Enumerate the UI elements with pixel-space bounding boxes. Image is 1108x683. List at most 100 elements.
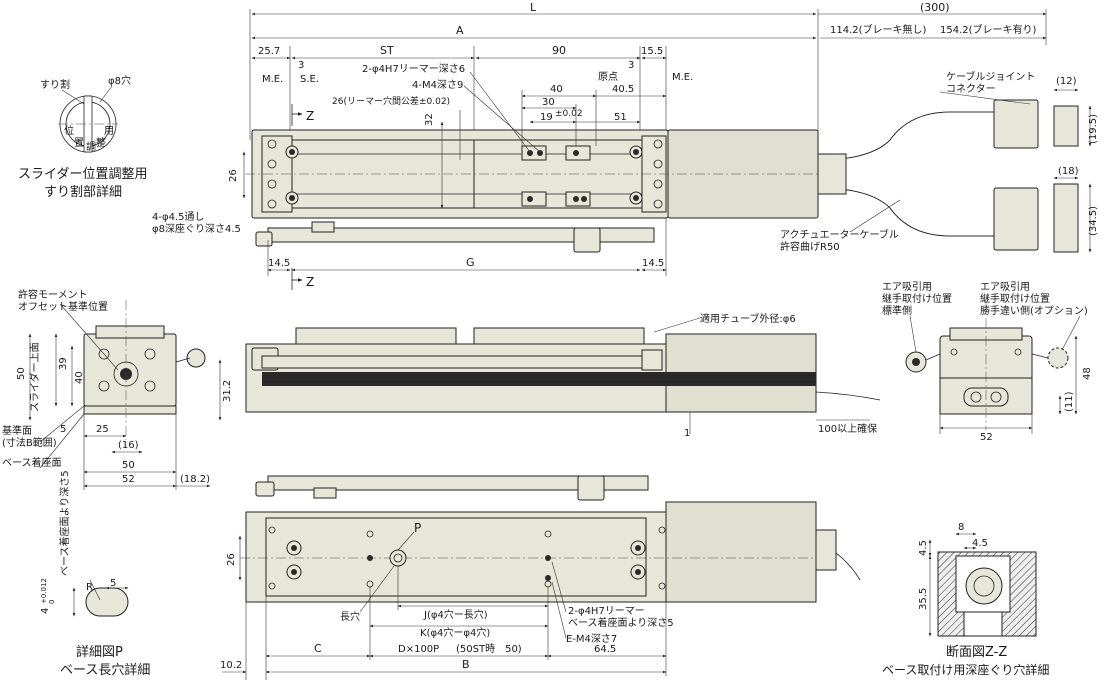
dim-3-left: 3 xyxy=(298,60,304,71)
zz-dim-35-5: 35.5 xyxy=(918,588,929,610)
me-right: M.E. xyxy=(672,72,693,83)
detail-p-R: R xyxy=(86,582,93,593)
slider-top-label: スライダー上面 xyxy=(28,342,41,412)
dim-D: D×100P xyxy=(398,644,439,655)
dim-18-2: (18.2) xyxy=(180,474,210,485)
tol-0-02: ±0.02 xyxy=(555,109,583,119)
dim-19: 19 xyxy=(540,112,553,123)
dim-64-5: 64.5 xyxy=(594,644,616,655)
dim-19-5: (19.5) xyxy=(1088,114,1099,144)
dim-16: (16) xyxy=(118,440,139,451)
detail-p-depth: ベース着座面より深さ5 xyxy=(58,470,71,576)
reamer-note-2: ベース着座面より深さ5 xyxy=(568,616,674,629)
counterbore-note: φ8深座ぐり深さ4.5 xyxy=(152,222,241,235)
ref-face-label: 基準面 xyxy=(2,424,32,437)
hole8-label: φ8穴 xyxy=(108,74,131,87)
detail-p-tol-sub: 0 xyxy=(48,600,56,604)
dim-25: 25 xyxy=(96,424,109,435)
air-std-label-1: エア吸引用 xyxy=(882,281,932,293)
section-zz xyxy=(928,532,1037,637)
cable-joint-label: ケーブルジョイント xyxy=(946,70,1035,83)
dim-154: 154.2(ブレーキ有り) xyxy=(940,23,1037,36)
dim-12: (12) xyxy=(1056,76,1077,87)
air-std-label-3: 標準側 xyxy=(882,304,912,317)
origin-label: 原点 xyxy=(598,71,618,83)
side-view xyxy=(245,317,881,434)
dim-G: G xyxy=(466,256,475,269)
zz-title-1: 断面図Z-Z xyxy=(946,645,1007,660)
base-face-label: ベース着座面 xyxy=(2,456,62,469)
zz-dim-4-5a: 4.5 xyxy=(972,538,988,549)
dim-A: A xyxy=(456,24,464,37)
air-opt-label-1: エア吸引用 xyxy=(980,281,1030,293)
dim-1: 1 xyxy=(684,428,690,439)
slit-detail xyxy=(58,85,118,153)
dim-10-2: 10.2 xyxy=(220,660,242,671)
detail-p-title-2: ベース長穴詳細 xyxy=(60,662,150,678)
air-suction-view xyxy=(905,300,1081,434)
dim-3-right: 3 xyxy=(628,60,634,71)
detail-p xyxy=(72,579,129,617)
ref-face-label-2: (寸法B範囲) xyxy=(2,436,57,449)
dim-11: (11) xyxy=(1064,391,1075,412)
detail-p-dim-5: 5 xyxy=(110,578,116,589)
zz-title-2: ベース取付け用深座ぐり穴詳細 xyxy=(882,662,1049,677)
top-view xyxy=(242,9,1092,290)
dim-40-5: 40.5 xyxy=(612,84,634,95)
dim-K: K(φ4穴ーφ4穴) xyxy=(420,626,490,639)
dim-14-5-left: 14.5 xyxy=(268,258,290,269)
zz-dim-8: 8 xyxy=(958,522,964,533)
air-std-label-2: 継手取付け位置 xyxy=(882,292,952,305)
reamer-depth-note: 2-φ4H7リーマー深さ6 xyxy=(362,63,465,75)
p-label: P xyxy=(414,521,421,535)
dim-w50: 50 xyxy=(122,460,135,471)
dim-B: B xyxy=(462,658,470,671)
m4-depth-note: 4-M4深さ9 xyxy=(412,79,463,91)
dim-40-v: 40 xyxy=(74,371,85,384)
tube-label: 適用チューブ外径:φ6 xyxy=(700,312,796,325)
dim-114: 114.2(ブレーキ無し) xyxy=(830,23,927,36)
dim-26-bottom: 26 xyxy=(226,553,237,566)
dim-C: C xyxy=(314,642,322,655)
dim-34-5: (34.5) xyxy=(1088,206,1099,236)
dim-50-v: 50 xyxy=(16,367,27,380)
e-m4-note: E-M4深さ7 xyxy=(566,633,617,645)
moment-label-2: オフセット基準位置 xyxy=(18,300,108,313)
actuator-cable-label: アクチュエーターケーブル xyxy=(780,228,899,241)
dim-26-top: 26 xyxy=(228,169,239,182)
slit-title-2: すり割部詳細 xyxy=(44,184,122,200)
moment-label: 許容モーメント xyxy=(18,288,88,301)
slot-label: 長穴 xyxy=(340,610,360,623)
slit-char-3: 調 xyxy=(86,140,96,153)
detail-p-tol: 4 xyxy=(40,608,51,614)
dim-48: 48 xyxy=(1082,367,1093,380)
dim-14-5-right: 14.5 xyxy=(642,258,664,269)
dim-w52: 52 xyxy=(122,474,135,485)
slit-title-1: スライダー位置調整用 xyxy=(18,167,147,182)
slit-char-4: 整 xyxy=(96,136,106,149)
dim-J: J(φ4穴ー長穴) xyxy=(423,608,488,621)
dim-52-air: 52 xyxy=(980,432,993,443)
dim-39: 39 xyxy=(58,357,69,370)
detail-p-tol-sup: +0.012 xyxy=(40,578,48,604)
air-opt-label-3: 勝手違い側(オプション) xyxy=(980,304,1088,317)
dim-90: 90 xyxy=(552,44,566,57)
thru-hole-note: 4-φ4.5通し xyxy=(152,211,204,223)
dim-51: 51 xyxy=(614,112,627,123)
dim-31-2: 31.2 xyxy=(222,380,233,402)
reamer-note-1: 2-φ4H7リーマー xyxy=(568,606,645,617)
dim-40: 40 xyxy=(550,84,563,95)
dim-ST: ST xyxy=(380,44,394,57)
dim-L: L xyxy=(530,1,537,14)
bend-radius-label: 許容曲げR50 xyxy=(780,240,840,253)
dim-32: 32 xyxy=(424,113,435,126)
zz-dim-4-5b: 4.5 xyxy=(918,540,929,556)
se-label: S.E. xyxy=(300,74,319,85)
dim-18: (18) xyxy=(1058,166,1079,177)
reamer-tol-note: 26(リーマー穴間公差±0.02) xyxy=(332,95,450,107)
z-label-bottom: Z xyxy=(306,275,314,289)
dim-D-note: (50ST時 50) xyxy=(456,643,522,655)
z-label-top: Z xyxy=(306,109,314,123)
